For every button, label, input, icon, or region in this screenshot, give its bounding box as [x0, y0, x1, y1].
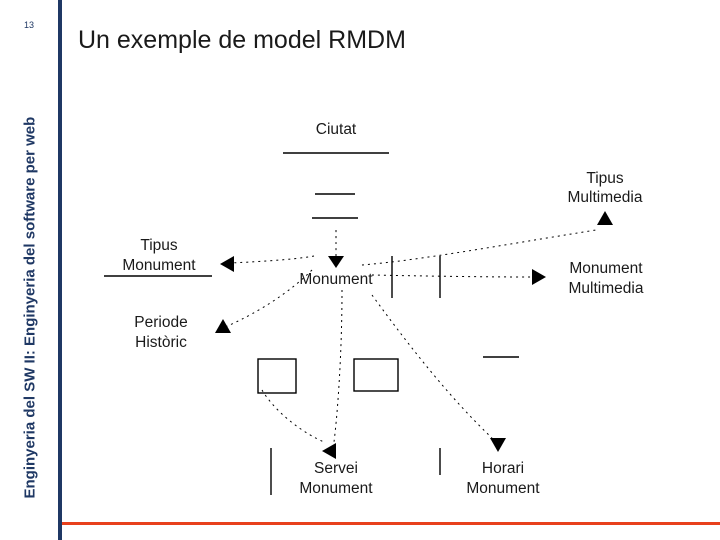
arrow-into-periode-historic-icon [215, 319, 231, 333]
sidebar-course-title: Enginyeria del SW II: Enginyeria del sof… [21, 116, 39, 499]
path-monument-tipus-monument [229, 255, 315, 264]
node-tipus-multimedia-line-1: Multimedia [568, 189, 643, 206]
node-monument-multimedia-line-0: Monument [569, 260, 643, 277]
node-ciutat-line-0: Ciutat [316, 121, 357, 138]
arrow-into-horari-monument-icon [490, 438, 506, 452]
node-tipus-monument-line-1: Monument [122, 257, 196, 274]
node-horari-monument-line-0: Horari [482, 460, 524, 477]
rmdm-diagram-canvas: Ciutat Tipus Multimedia Tipus Monument M… [104, 121, 644, 497]
node-monument-line-0: Monument [299, 271, 373, 288]
footer-accent-rule [62, 522, 720, 525]
arrow-into-tipus-multimedia-icon [597, 211, 613, 225]
page-title: Un exemple de model RMDM [78, 26, 406, 54]
path-monument-multimedia [371, 274, 533, 278]
path-box-servei [261, 389, 325, 443]
sidebar-accent-bar [58, 0, 62, 540]
path-monument-horari [371, 294, 493, 439]
diagram-arrowheads [215, 211, 613, 459]
node-servei-monument-line-1: Monument [299, 480, 373, 497]
node-horari-monument-line-1: Monument [466, 480, 540, 497]
box-lower-left [257, 358, 297, 394]
arrow-into-tipus-monument-icon [220, 256, 234, 272]
rmdm-diagram: Ciutat Tipus Multimedia Tipus Monument M… [62, 70, 720, 520]
node-periode-historic-line-0: Periode [134, 314, 187, 331]
path-monument-tipus-multimedia [361, 229, 597, 266]
path-monument-periode [224, 269, 313, 328]
node-tipus-monument-line-0: Tipus [140, 237, 178, 254]
slide-sidebar: 13 Enginyeria del SW II: Enginyeria del … [0, 0, 62, 540]
arrow-into-monument-icon [328, 256, 344, 268]
diagram-connector-lines [104, 152, 519, 495]
arrow-into-servei-monument-icon [322, 443, 336, 459]
node-servei-monument-line-0: Servei [314, 460, 358, 477]
slide-number: 13 [24, 20, 35, 30]
node-tipus-multimedia-line-0: Tipus [586, 170, 624, 187]
box-lower-center [353, 358, 399, 392]
path-monument-servei [333, 289, 343, 443]
arrow-into-monument-multimedia-icon [532, 269, 546, 285]
node-periode-historic-line-1: Històric [135, 334, 187, 351]
diagram-dotted-paths [224, 229, 597, 443]
node-monument-multimedia-line-1: Multimedia [569, 280, 644, 297]
